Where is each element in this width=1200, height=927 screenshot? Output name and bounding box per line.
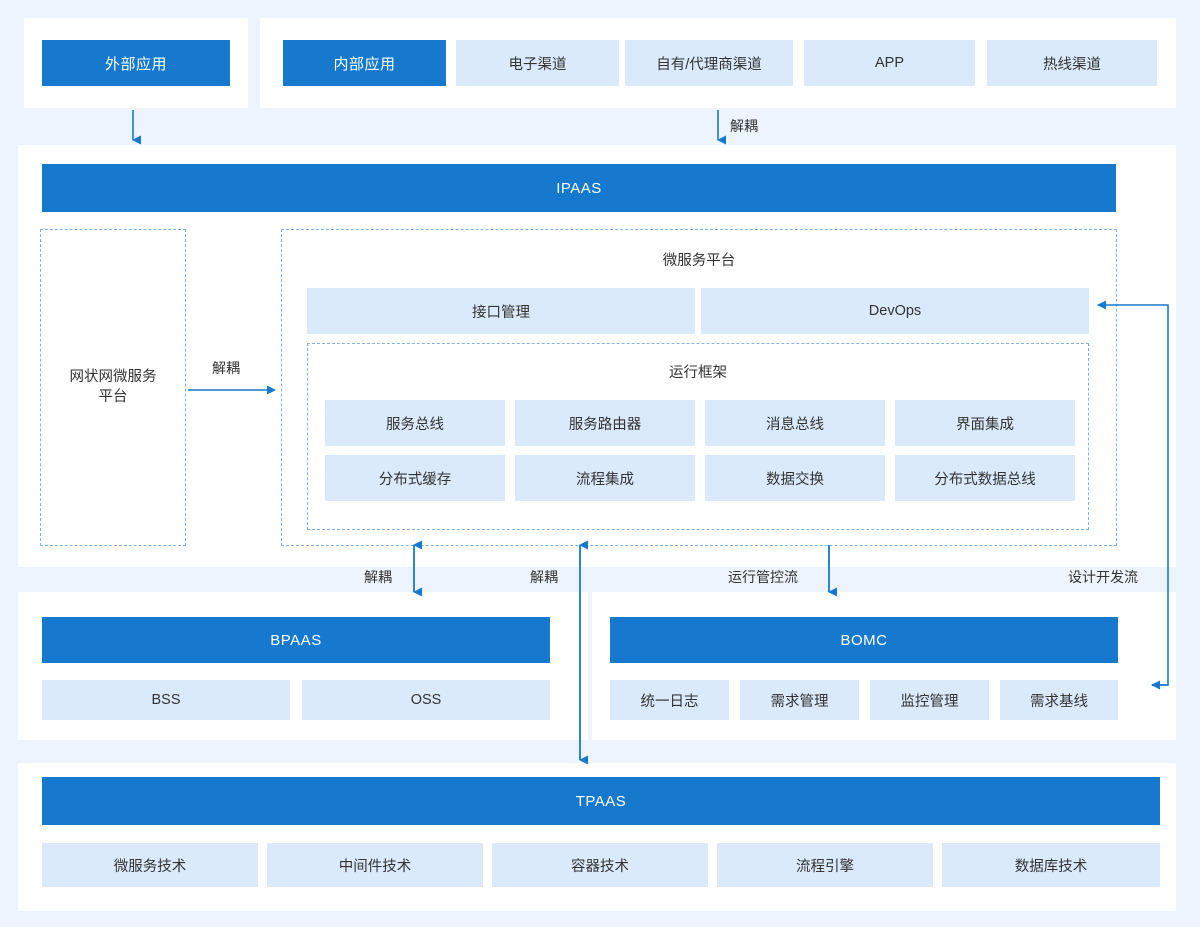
bomc-title-bar[interactable]: BOMC — [610, 617, 1118, 663]
runtime-item-data-exchange[interactable]: 数据交换 — [705, 455, 885, 501]
runtime-item-service-router[interactable]: 服务路由器 — [515, 400, 695, 446]
tpaas-item-database-tech[interactable]: 数据库技术 — [942, 843, 1160, 887]
arrow-label-design-dev-flow: 设计开发流 — [1068, 569, 1138, 585]
tpaas-item-process-engine[interactable]: 流程引擎 — [717, 843, 933, 887]
runtime-item-service-bus[interactable]: 服务总线 — [325, 400, 505, 446]
runtime-item-label: 分布式缓存 — [378, 471, 452, 488]
runtime-item-label: 界面集成 — [956, 416, 1014, 433]
bomc-item-monitoring-management[interactable]: 监控管理 — [870, 680, 989, 720]
runtime-item-label: 分布式数据总线 — [934, 471, 1036, 488]
runtime-item-label: 服务总线 — [386, 416, 444, 433]
tpaas-item-label: 微服务技术 — [113, 858, 187, 875]
internal-channels-panel: 内部应用 电子渠道 自有/代理商渠道 APP 热线渠道 — [260, 18, 1176, 108]
bpaas-title-bar[interactable]: BPAAS — [42, 617, 550, 663]
external-app-panel: 外部应用 — [24, 18, 248, 108]
arrow-label-decouple-tpaas: 解耦 — [530, 569, 558, 585]
internal-app-box[interactable]: 内部应用 — [283, 40, 446, 86]
tpaas-item-middleware-tech[interactable]: 中间件技术 — [267, 843, 483, 887]
runtime-item-ui-integration[interactable]: 界面集成 — [895, 400, 1075, 446]
runtime-framework-container — [307, 343, 1089, 530]
runtime-item-label: 服务路由器 — [568, 416, 642, 433]
devops-box[interactable]: DevOps — [701, 288, 1089, 334]
bpaas-item-label: OSS — [410, 692, 442, 708]
arrow-label-runtime-control-flow: 运行管控流 — [728, 569, 798, 585]
bpaas-item-label: BSS — [151, 692, 181, 708]
channel-label-electronic: 电子渠道 — [508, 56, 567, 73]
channel-box-app[interactable]: APP — [804, 40, 975, 86]
bomc-item-label: 需求管理 — [770, 693, 829, 710]
tpaas-title-bar[interactable]: TPAAS — [42, 777, 1160, 825]
bomc-item-label: 需求基线 — [1030, 693, 1088, 710]
runtime-item-process-integration[interactable]: 流程集成 — [515, 455, 695, 501]
tpaas-item-container-tech[interactable]: 容器技术 — [492, 843, 708, 887]
tpaas-panel: TPAAS 微服务技术 中间件技术 容器技术 流程引擎 数据库技术 — [18, 763, 1176, 911]
channel-box-hotline[interactable]: 热线渠道 — [987, 40, 1157, 86]
internal-app-label: 内部应用 — [333, 55, 396, 73]
interface-management-box[interactable]: 接口管理 — [307, 288, 695, 334]
runtime-item-distributed-data-bus[interactable]: 分布式数据总线 — [895, 455, 1075, 501]
mesh-microservice-label: 网状网微服务 平台 — [69, 368, 157, 405]
runtime-item-label: 流程集成 — [576, 471, 634, 488]
bomc-item-label: 统一日志 — [640, 693, 699, 710]
bomc-item-label: 监控管理 — [900, 693, 959, 710]
ipaas-title-bar[interactable]: IPAAS — [42, 164, 1116, 212]
devops-label: DevOps — [868, 303, 922, 319]
tpaas-item-label: 容器技术 — [571, 858, 629, 875]
tpaas-item-label: 流程引擎 — [796, 858, 854, 875]
channel-label-app: APP — [874, 55, 904, 71]
bpaas-item-oss[interactable]: OSS — [302, 680, 550, 720]
external-app-box[interactable]: 外部应用 — [42, 40, 230, 86]
channel-label-agent: 自有/代理商渠道 — [656, 56, 762, 73]
bomc-item-requirement-management[interactable]: 需求管理 — [740, 680, 859, 720]
runtime-item-message-bus[interactable]: 消息总线 — [705, 400, 885, 446]
bomc-panel: BOMC 统一日志 需求管理 监控管理 需求基线 — [592, 592, 1176, 740]
channel-box-agent[interactable]: 自有/代理商渠道 — [625, 40, 793, 86]
tpaas-item-microservice-tech[interactable]: 微服务技术 — [42, 843, 258, 887]
tpaas-title: TPAAS — [575, 792, 627, 810]
tpaas-item-label: 中间件技术 — [338, 858, 412, 875]
runtime-item-distributed-cache[interactable]: 分布式缓存 — [325, 455, 505, 501]
bpaas-title: BPAAS — [270, 631, 322, 649]
channel-label-hotline: 热线渠道 — [1043, 56, 1101, 73]
microservice-platform-title: 微服务平台 — [662, 253, 736, 269]
arrow-label-decouple-mesh: 解耦 — [212, 360, 240, 376]
runtime-framework-title: 运行框架 — [669, 365, 727, 381]
runtime-item-label: 消息总线 — [766, 416, 824, 433]
bpaas-panel: BPAAS BSS OSS — [18, 592, 588, 740]
arrow-label-decouple-top: 解耦 — [730, 118, 758, 134]
bomc-item-unified-log[interactable]: 统一日志 — [610, 680, 729, 720]
ipaas-panel: IPAAS 网状网微服务 平台 微服务平台 接口管理 DevOps 运行框架 服… — [18, 145, 1176, 567]
runtime-item-label: 数据交换 — [766, 471, 824, 488]
bomc-title: BOMC — [840, 631, 888, 649]
external-app-label: 外部应用 — [104, 55, 167, 73]
bpaas-item-bss[interactable]: BSS — [42, 680, 290, 720]
ipaas-title: IPAAS — [556, 179, 602, 197]
arrow-label-decouple-bpaas: 解耦 — [364, 569, 392, 585]
interface-management-label: 接口管理 — [472, 304, 530, 321]
channel-box-electronic[interactable]: 电子渠道 — [456, 40, 619, 86]
tpaas-item-label: 数据库技术 — [1014, 858, 1088, 875]
mesh-microservice-container — [40, 229, 186, 546]
bomc-item-requirement-baseline[interactable]: 需求基线 — [1000, 680, 1118, 720]
